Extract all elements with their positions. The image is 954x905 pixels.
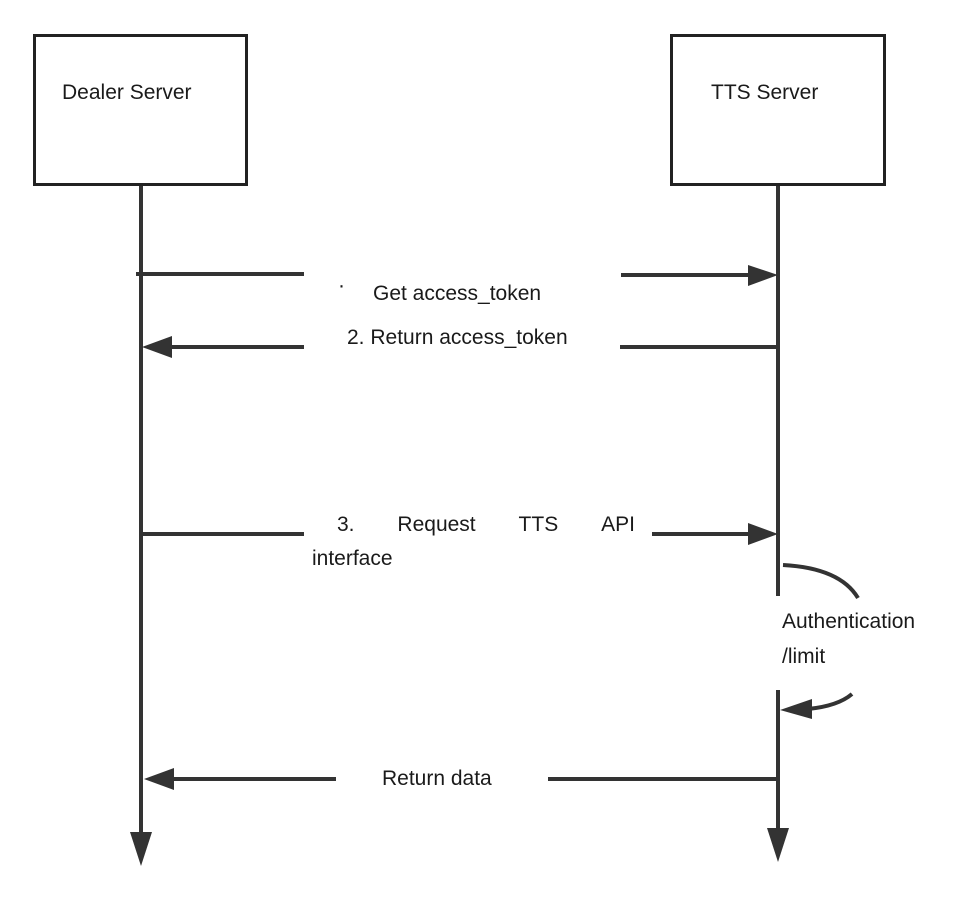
message-1-label: Get access_token	[373, 282, 542, 305]
message-1-bullet: ·	[338, 274, 345, 297]
message-3-arrowhead	[748, 523, 778, 545]
self-message-arrowhead	[780, 699, 812, 719]
self-message-arc-bottom	[807, 692, 854, 711]
message-4-arrowhead	[144, 768, 174, 790]
participant-tts-box: TTS Server	[670, 34, 886, 186]
message-3-word-2: Request	[397, 513, 476, 536]
message-2-arrowhead	[142, 336, 172, 358]
participant-dealer-title: Dealer Server	[62, 81, 192, 104]
message-2-label: 2. Return access_token	[347, 326, 568, 349]
participant-tts-title: TTS Server	[711, 81, 819, 104]
lifeline-tts-arrowhead	[767, 828, 789, 862]
message-4-label: Return data	[382, 767, 492, 790]
message-3-label-wrap: interface	[312, 547, 393, 570]
message-3-word-1: 3.	[337, 513, 355, 536]
message-3-word-4: API	[601, 513, 635, 536]
self-message-label-line2: /limit	[782, 645, 826, 668]
self-message-arc-top	[782, 563, 860, 600]
lifeline-dealer-arrowhead	[130, 832, 152, 866]
message-3-label: 3. Request TTS API	[305, 511, 635, 539]
self-message-label-line1: Authentication	[782, 610, 916, 633]
message-1-arrowhead	[748, 265, 778, 286]
participant-dealer-box: Dealer Server	[33, 34, 248, 186]
message-3-word-3: TTS	[518, 513, 559, 536]
